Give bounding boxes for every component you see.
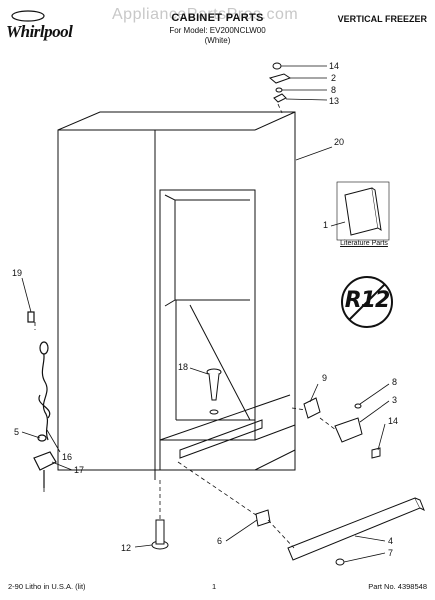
callout-8-top: 8 — [331, 85, 337, 95]
projection-lines — [34, 103, 337, 549]
footer-part-number: Part No. 4398548 — [368, 582, 427, 591]
leader-lines — [21, 65, 390, 563]
callout-20: 20 — [334, 137, 345, 147]
callout-19: 19 — [12, 268, 23, 278]
r12-badge-text: R12 — [344, 288, 391, 313]
callout-1: 1 — [323, 220, 329, 230]
callout-16: 16 — [62, 452, 73, 462]
callout-6: 6 — [217, 536, 223, 546]
top-hinge-parts — [268, 62, 292, 103]
toe-grille — [255, 497, 425, 566]
callout-4: 4 — [388, 536, 394, 546]
callout-14-top: 14 — [329, 61, 340, 71]
callout-8-right: 8 — [392, 377, 398, 387]
brand-logo: Whirlpool — [6, 8, 76, 42]
diagram-title: CABINET PARTS — [171, 12, 264, 24]
literature-booklet — [336, 181, 390, 241]
watermark: AppliancePartsPros.com — [112, 6, 299, 23]
model-number: For Model: EV200NCLW00 — [169, 26, 266, 35]
leveling-leg — [151, 519, 169, 550]
callout-13: 13 — [329, 96, 340, 106]
callout-5: 5 — [14, 427, 20, 437]
brand-name: Whirlpool — [6, 22, 73, 41]
drain-tube — [206, 368, 222, 415]
callout-14-right: 14 — [388, 416, 399, 426]
power-cord — [27, 311, 57, 488]
logo-swoosh-icon — [11, 10, 45, 22]
lower-hinge-parts — [303, 397, 381, 459]
footer-page-number: 1 — [212, 582, 217, 591]
callout-18: 18 — [178, 362, 189, 372]
callout-12: 12 — [121, 543, 132, 553]
r12-badge — [341, 276, 393, 328]
literature-parts-label: Literature Parts — [340, 240, 388, 247]
cabinet-body — [57, 111, 296, 480]
callout-3: 3 — [392, 395, 398, 405]
footer-litho: 2-90 Litho in U.S.A. (lit) — [8, 582, 86, 591]
callout-7: 7 — [388, 548, 394, 558]
callout-2: 2 — [331, 73, 337, 83]
callout-9: 9 — [322, 373, 328, 383]
model-variant: (White) — [204, 36, 231, 45]
product-category: VERTICAL FREEZER — [337, 14, 427, 24]
callout-17: 17 — [74, 465, 85, 475]
